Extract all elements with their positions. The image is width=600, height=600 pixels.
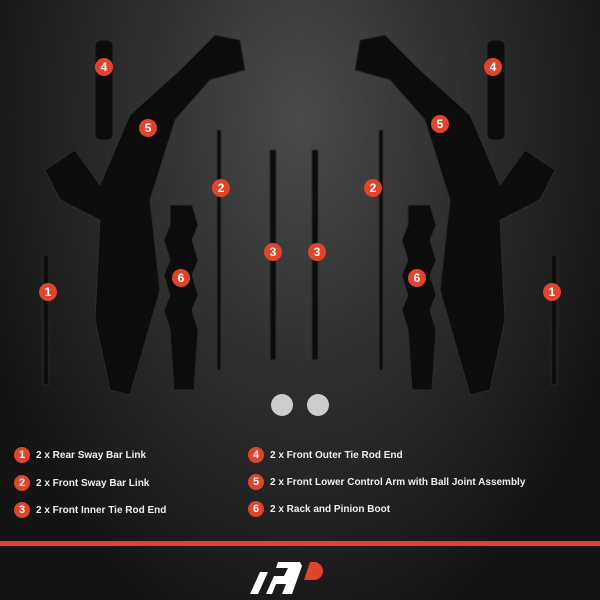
- legend-item: 1 2 x Rear Sway Bar Link: [14, 447, 146, 463]
- legend-item: 6 2 x Rack and Pinion Boot: [248, 501, 390, 517]
- legend-item: 2 2 x Front Sway Bar Link: [14, 475, 149, 491]
- front-sway-link-right: [378, 129, 384, 371]
- legend-label: 2 x Front Lower Control Arm with Ball Jo…: [270, 476, 526, 488]
- callout-badge: 5: [431, 115, 449, 133]
- washer: [271, 394, 293, 416]
- parts-legend: 1 2 x Rear Sway Bar Link 2 2 x Front Sway …: [14, 447, 586, 527]
- rear-sway-link-left: [42, 254, 50, 386]
- callout-badge: 5: [139, 119, 157, 137]
- washer: [307, 394, 329, 416]
- legend-number: 3: [14, 502, 30, 518]
- callout-badge: 2: [212, 179, 230, 197]
- legend-item: 5 2 x Front Lower Control Arm with Ball J…: [248, 474, 525, 490]
- callout-badge: 6: [172, 269, 190, 287]
- legend-number: 4: [248, 447, 264, 463]
- outer-tie-rod-right: [486, 39, 506, 141]
- accent-divider: [0, 541, 600, 546]
- callout-badge: 1: [543, 283, 561, 301]
- brand-logo: [250, 562, 323, 594]
- control-arm-right: [354, 34, 556, 396]
- front-sway-link-left: [216, 129, 222, 371]
- legend-number: 2: [14, 475, 30, 491]
- legend-item: 3 2 x Front Inner Tie Rod End: [14, 502, 166, 518]
- legend-number: 1: [14, 447, 30, 463]
- callout-badge: 6: [408, 269, 426, 287]
- callout-badge: 3: [264, 243, 282, 261]
- callout-badge: 4: [484, 58, 502, 76]
- callout-badge: 2: [364, 179, 382, 197]
- callout-badge: 4: [95, 58, 113, 76]
- callout-badge: 1: [39, 283, 57, 301]
- legend-item: 4 2 x Front Outer Tie Rod End: [248, 447, 403, 463]
- rear-sway-link-right: [550, 254, 558, 386]
- parts-photo: [42, 34, 558, 416]
- legend-label: 2 x Front Outer Tie Rod End: [270, 449, 403, 461]
- boot-right: [401, 204, 437, 391]
- legend-label: 2 x Rear Sway Bar Link: [36, 449, 147, 461]
- legend-label: 2 x Rack and Pinion Boot: [270, 503, 391, 515]
- legend-number: 5: [248, 474, 264, 490]
- legend-label: 2 x Front Inner Tie Rod End: [36, 504, 167, 516]
- callout-badge: 3: [308, 243, 326, 261]
- control-arm-left: [44, 34, 246, 396]
- outer-tie-rod-left: [94, 39, 114, 141]
- legend-label: 2 x Front Sway Bar Link: [36, 477, 150, 489]
- legend-number: 6: [248, 501, 264, 517]
- boot-left: [163, 204, 199, 391]
